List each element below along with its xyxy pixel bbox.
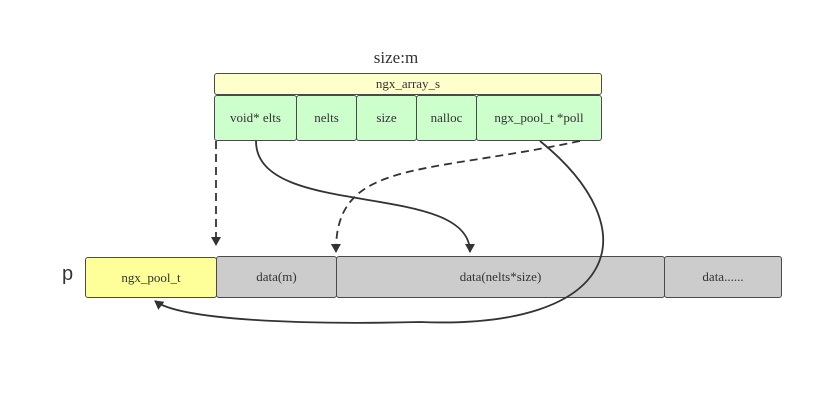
- memory-block-data-m: data(m): [216, 256, 337, 298]
- arrow-struct-end-to-elements: [330, 140, 581, 253]
- arrow-elts-to-elements: [255, 140, 475, 253]
- struct-header-ngx-array-s: ngx_array_s: [214, 73, 602, 95]
- field-nalloc: nalloc: [416, 95, 477, 141]
- field-void-elts: void* elts: [214, 95, 297, 141]
- pointer-label-p: p: [62, 263, 74, 285]
- field-nelts: nelts: [296, 95, 357, 141]
- field-pool-pointer: ngx_pool_t *poll: [476, 95, 602, 141]
- memory-block-ngx-pool-t: ngx_pool_t: [85, 257, 217, 298]
- memory-block-data-more: data......: [664, 256, 782, 298]
- memory-block-data-elements: data(nelts*size): [336, 256, 665, 298]
- field-size: size: [356, 95, 417, 141]
- size-label: size:m: [373, 48, 419, 67]
